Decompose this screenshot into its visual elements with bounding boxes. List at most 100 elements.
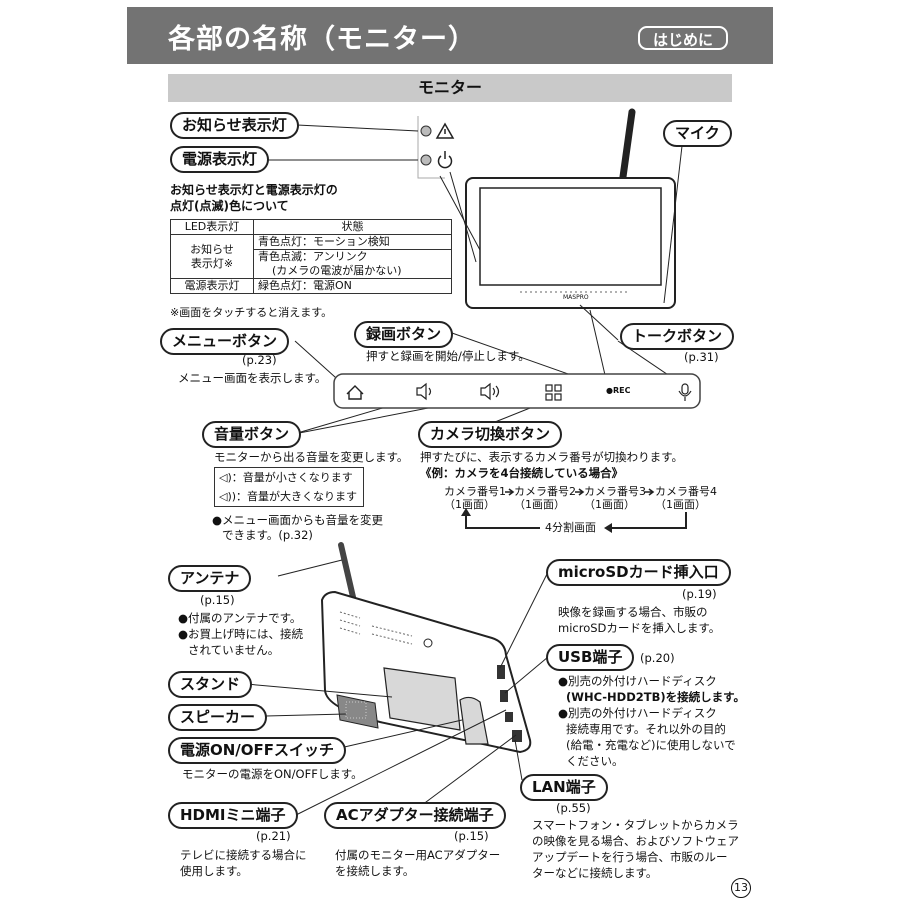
warning-triangle-icon — [435, 122, 455, 139]
notice-lamp-label: お知らせ表示灯 — [170, 112, 299, 139]
one-screen-4: （1画面） — [655, 498, 706, 511]
rec-button-label: 録画ボタン — [354, 321, 454, 348]
usb-note-5: (給電・充電など)に使用しないで — [566, 738, 736, 752]
antenna-note-2: ●お買上げ時には、接続 — [178, 627, 304, 641]
menu-page: (p.23) — [242, 353, 277, 367]
sd-label: microSDカード挿入口 — [546, 559, 731, 586]
usb-label: USB端子 — [546, 644, 635, 671]
one-screen-2: （1画面） — [514, 498, 565, 511]
page-title: 各部の名称（モニター） — [168, 24, 476, 55]
camera-3: カメラ番号3 — [584, 485, 646, 498]
volume-down-text: ：音量が小さくなります — [231, 471, 353, 484]
one-screen-1: （1画面） — [444, 498, 495, 511]
quad-screen: 4分割画面 — [545, 521, 596, 534]
hdmi-desc-2: 使用します。 — [180, 864, 248, 878]
led-row-notice-name-2: 表示灯※ — [190, 256, 234, 270]
lan-page: (p.55) — [556, 801, 591, 815]
usb-note-2: (WHC-HDD2TB)を接続します。 — [566, 690, 745, 704]
led-state-2: 青色点滅：アンリンク (カメラの電波が届かない) — [253, 249, 452, 279]
ac-desc-1: 付属のモニター用ACアダプター — [335, 848, 501, 862]
brand-mark: MASPRO — [563, 294, 589, 301]
volume-legend: ◁)：音量が小さくなります ◁))：音量が大きくなります — [214, 467, 364, 507]
mic-label: マイク — [663, 120, 732, 147]
led-state-1: 青色点灯：モーション検知 — [253, 234, 452, 250]
led-state-2a: 青色点滅：アンリンク — [258, 250, 368, 263]
talk-page: (p.31) — [684, 350, 719, 364]
volume-desc: モニターから出る音量を変更します。 — [214, 450, 409, 464]
power-icon — [437, 151, 453, 169]
camera-switch-label: カメラ切換ボタン — [418, 421, 563, 448]
power-switch-label: 電源ON/OFFスイッチ — [168, 737, 347, 764]
led-state-3: 緑色点灯：電源ON — [253, 278, 452, 294]
led-col-header-2: 状態 — [253, 219, 452, 235]
ac-label: ACアダプター接続端子 — [324, 802, 506, 829]
page-number: 13 — [731, 878, 751, 898]
speaker-low-icon — [416, 382, 432, 401]
camera-sequence-arrows — [461, 488, 687, 533]
grid-icon — [545, 384, 562, 401]
volume-button-label: 音量ボタン — [202, 421, 302, 448]
monitor-front — [465, 108, 676, 309]
sd-desc-1: 映像を録画する場合、市販の — [558, 605, 708, 619]
one-screen-3: （1画面） — [584, 498, 635, 511]
usb-note-4: 接続専用です。それ以外の目的 — [566, 722, 726, 736]
led-row-notice-name-1: お知らせ — [190, 242, 234, 256]
antenna-note-1: ●付属のアンテナです。 — [178, 611, 302, 625]
control-bar — [333, 373, 701, 409]
led-col-header-1: LED表示灯 — [169, 219, 255, 235]
volume-note-1: ●メニュー画面からも音量を変更 — [212, 513, 384, 527]
hdmi-label: HDMIミニ端子 — [168, 802, 298, 829]
chapter-badge: はじめに — [638, 26, 728, 50]
hdmi-page: (p.21) — [256, 829, 291, 843]
camera-1: カメラ番号1 — [444, 485, 506, 498]
usb-note-3: ●別売の外付けハードディスク — [558, 706, 717, 720]
usb-page: (p.20) — [640, 651, 675, 665]
antenna-note-3: されていません。 — [188, 643, 280, 657]
antenna-label: アンテナ — [168, 565, 252, 592]
lan-desc-2: の映像を見る場合、およびソフトウェア — [532, 834, 739, 848]
led-heading-2: 点灯(点滅)色について — [170, 199, 289, 213]
talk-button-label: トークボタン — [620, 323, 735, 350]
sd-page: (p.19) — [682, 587, 717, 601]
volume-down-row: ◁)：音量が小さくなります — [219, 468, 363, 487]
lan-desc-1: スマートフォン・タブレットからカメラ — [532, 818, 739, 832]
ac-desc-2: を接続します。 — [335, 864, 415, 878]
notice-lamp-dot — [420, 125, 432, 137]
microphone-icon — [678, 383, 692, 401]
camera-example: 《例：カメラを4台接続している場合》 — [420, 466, 624, 480]
lan-desc-4: ターなどに接続します。 — [532, 866, 658, 880]
home-icon — [346, 385, 364, 400]
monitor-rear — [320, 542, 532, 754]
led-state-2b: (カメラの電波が届かない) — [272, 264, 402, 277]
speaker-low-icon: ◁) — [219, 471, 232, 484]
led-status-table: LED表示灯 状態 お知らせ 表示灯※ 青色点灯：モーション検知 青色点滅：アン… — [169, 219, 452, 294]
sd-desc-2: microSDカードを挿入します。 — [558, 621, 721, 635]
page-header — [127, 7, 773, 64]
menu-button-label: メニューボタン — [160, 328, 290, 355]
power-switch-desc: モニターの電源をON/OFFします。 — [182, 767, 363, 781]
led-row-notice: お知らせ 表示灯※ — [169, 234, 255, 279]
usb-note-6: ください。 — [566, 754, 624, 768]
rec-desc: 押すと録画を開始/停止します。 — [366, 349, 530, 363]
volume-up-text: ：音量が大きくなります — [236, 490, 358, 503]
lan-desc-3: アップデートを行う場合、市販のルー — [532, 850, 728, 864]
speaker-high-icon: ◁)) — [219, 490, 237, 503]
power-lamp-label: 電源表示灯 — [170, 146, 270, 173]
camera-2: カメラ番号2 — [514, 485, 576, 498]
rec-mark: ●REC — [606, 386, 631, 395]
camera-4: カメラ番号4 — [655, 485, 717, 498]
led-heading-1: お知らせ表示灯と電源表示灯の — [170, 183, 338, 197]
menu-desc: メニュー画面を表示します。 — [178, 371, 327, 385]
volume-up-row: ◁))：音量が大きくなります — [219, 487, 363, 506]
camera-desc: 押すたびに、表示するカメラ番号が切換わります。 — [420, 450, 684, 464]
ac-page: (p.15) — [454, 829, 489, 843]
section-title: モニター — [168, 74, 732, 102]
power-lamp-dot — [420, 154, 432, 166]
led-row-power: 電源表示灯 — [169, 278, 255, 294]
speaker-high-icon — [480, 382, 500, 401]
volume-note-2: できます。(p.32) — [222, 528, 313, 542]
led-footnote: ※画面をタッチすると消えます。 — [170, 306, 333, 319]
hdmi-desc-1: テレビに接続する場合に — [180, 848, 307, 862]
speaker-label: スピーカー — [168, 704, 268, 731]
